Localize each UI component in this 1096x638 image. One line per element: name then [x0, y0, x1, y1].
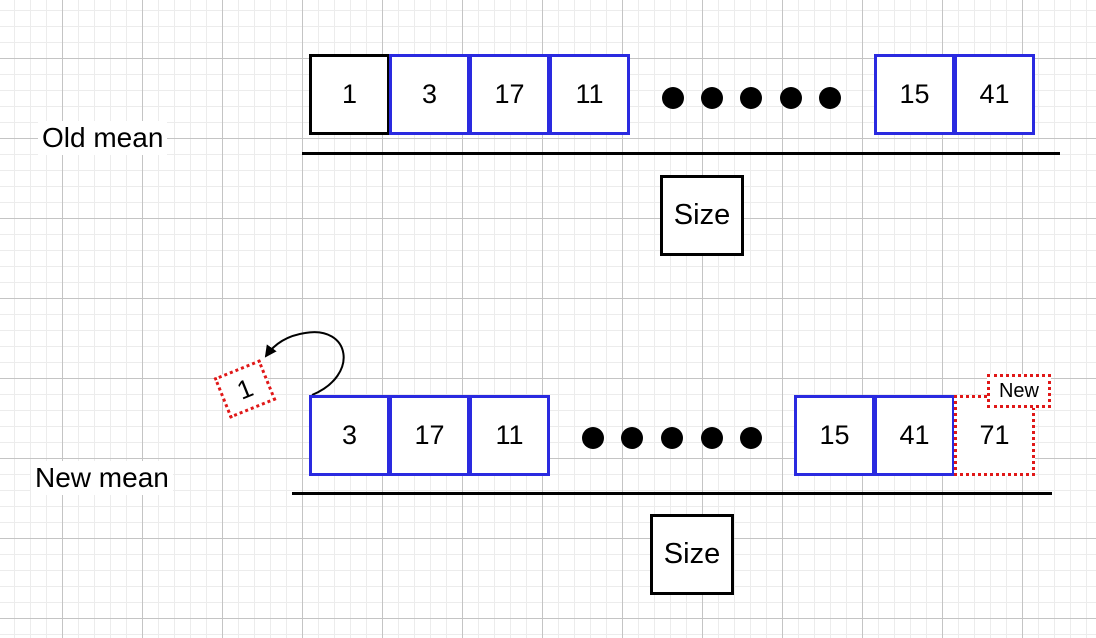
old-mean-label: Old mean	[38, 121, 168, 155]
ellipsis-dot	[819, 87, 841, 109]
new-cell-5: 41	[874, 395, 955, 476]
ellipsis-dot	[740, 427, 762, 449]
ellipsis-dot	[582, 427, 604, 449]
ellipsis-dot	[661, 427, 683, 449]
new-cell-2: 17	[389, 395, 470, 476]
new-tag: New	[987, 374, 1051, 408]
new-cell-4: 15	[794, 395, 875, 476]
old-cell-3: 17	[469, 54, 550, 135]
ellipsis-dot	[662, 87, 684, 109]
new-cell-3: 11	[469, 395, 550, 476]
old-fraction-bar	[302, 152, 1060, 155]
ellipsis-dot	[621, 427, 643, 449]
old-cell-2: 3	[389, 54, 470, 135]
ellipsis-dot	[780, 87, 802, 109]
old-cell-4: 11	[549, 54, 630, 135]
old-cell-6: 41	[954, 54, 1035, 135]
new-size-box: Size	[650, 514, 734, 595]
ellipsis-dot	[701, 87, 723, 109]
ellipsis-dot	[740, 87, 762, 109]
new-cell-added: 71	[954, 395, 1035, 476]
old-cell-5: 15	[874, 54, 955, 135]
old-cell-1: 1	[309, 54, 390, 135]
new-mean-label: New mean	[31, 461, 173, 495]
removed-element: 1	[213, 359, 277, 419]
old-size-box: Size	[660, 175, 744, 256]
ellipsis-dot	[701, 427, 723, 449]
new-cell-1: 3	[309, 395, 390, 476]
new-fraction-bar	[292, 492, 1052, 495]
